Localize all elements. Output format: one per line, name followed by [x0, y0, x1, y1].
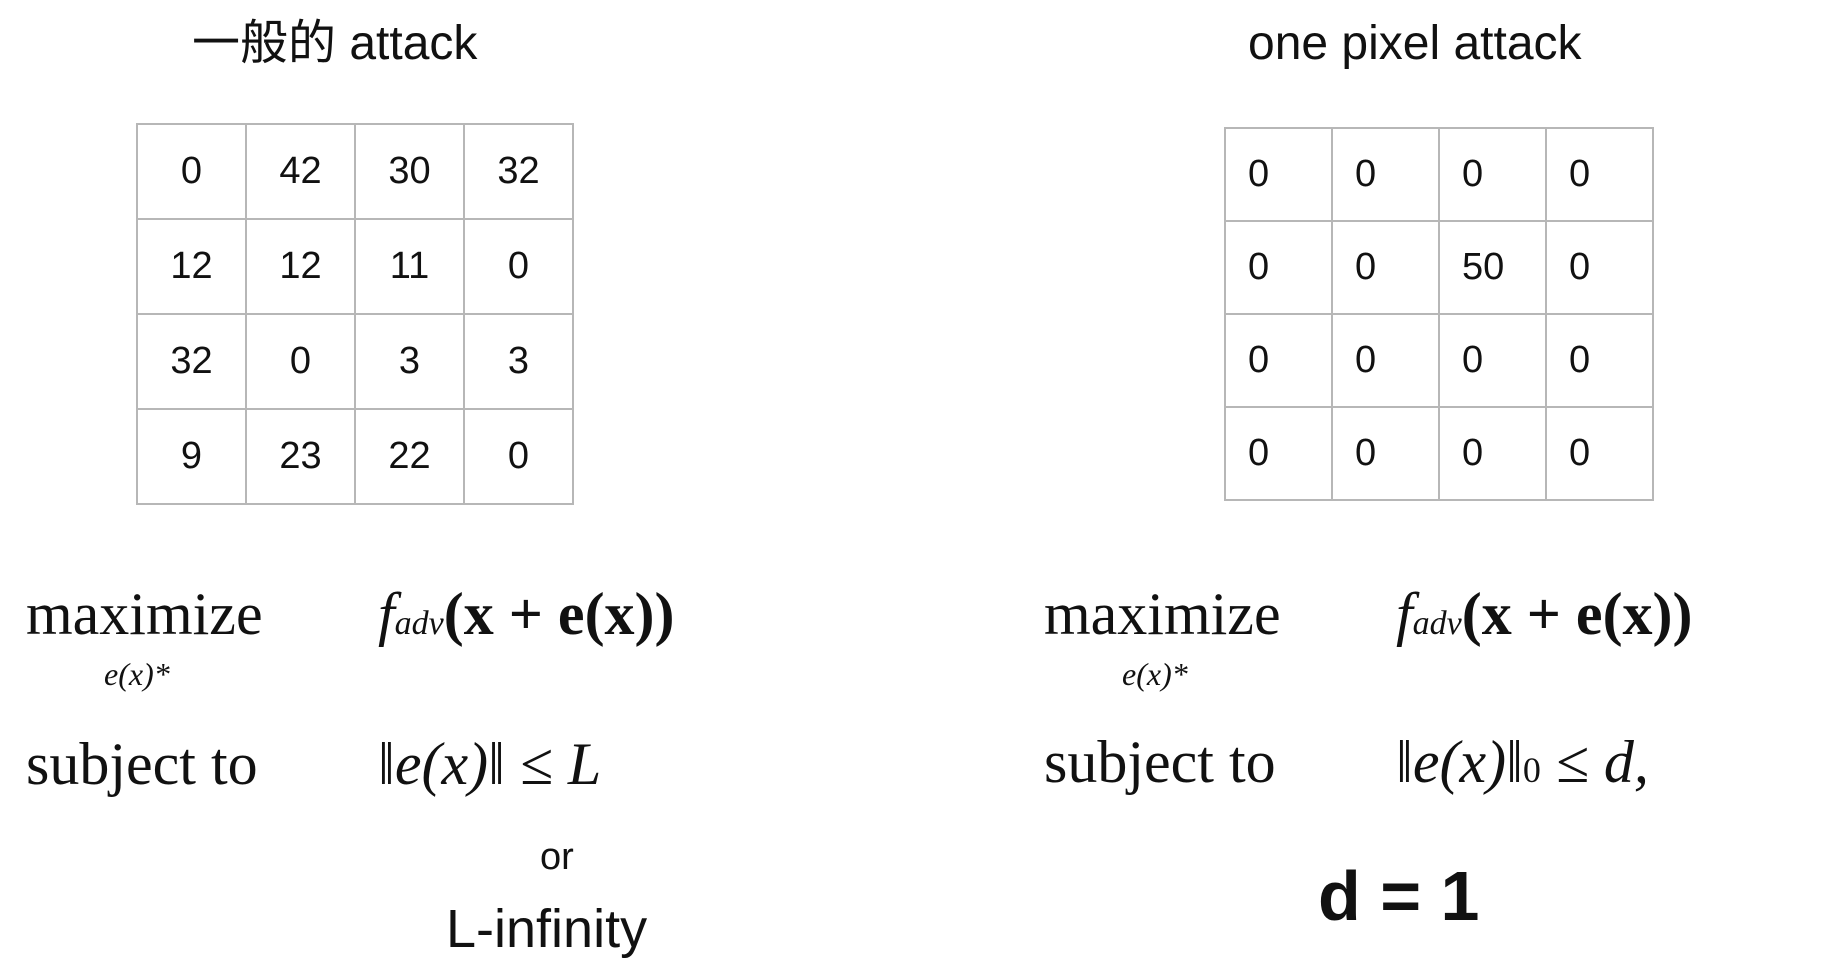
matrix-cell: 0 [1438, 127, 1547, 222]
matrix-cell: 12 [136, 218, 247, 315]
matrix-cell: 0 [1331, 220, 1440, 315]
matrix-cell: 0 [1545, 313, 1654, 408]
left-subject-to: subject to [26, 731, 258, 797]
matrix-cell: 3 [354, 313, 465, 410]
matrix-cell: 0 [1331, 127, 1440, 222]
matrix-cell: 0 [1331, 406, 1440, 501]
left-constraint: ‖e(x)‖ ≤ L [378, 731, 602, 797]
right-constraint: ‖e(x)‖0 ≤ d, [1396, 729, 1649, 795]
matrix-cell: 3 [463, 313, 574, 410]
matrix-cell: 0 [463, 408, 574, 505]
matrix-cell: 11 [354, 218, 465, 315]
right-panel-title: one pixel attack [1248, 17, 1582, 70]
matrix-cell: 32 [463, 123, 574, 220]
matrix-cell: 0 [1438, 313, 1547, 408]
matrix-cell: 50 [1438, 220, 1547, 315]
matrix-cell: 9 [136, 408, 247, 505]
matrix-cell: 0 [1438, 406, 1547, 501]
matrix-cell: 22 [354, 408, 465, 505]
right-objective: fadv(x + e(x)) [1396, 581, 1693, 647]
matrix-cell: 0 [1331, 313, 1440, 408]
left-objective: fadv(x + e(x)) [378, 581, 675, 647]
left-l-infinity: L-infinity [446, 899, 648, 959]
matrix-cell: 32 [136, 313, 247, 410]
matrix-cell: 0 [1545, 127, 1654, 222]
matrix-cell: 0 [463, 218, 574, 315]
matrix-cell: 0 [1224, 220, 1333, 315]
matrix-cell: 42 [245, 123, 356, 220]
left-panel-title: 一般的 attack [192, 17, 478, 70]
matrix-cell: 12 [245, 218, 356, 315]
right-subject-to: subject to [1044, 729, 1276, 795]
right-maximize-subscript: e(x)* [1122, 656, 1188, 692]
left-maximize-word: maximize [26, 581, 263, 647]
right-maximize-word: maximize [1044, 581, 1281, 647]
matrix-cell: 0 [1224, 127, 1333, 222]
matrix-cell: 0 [245, 313, 356, 410]
right-d-equals: d = 1 [1318, 857, 1480, 935]
matrix-cell: 0 [1224, 313, 1333, 408]
left-maximize-subscript: e(x)* [104, 656, 170, 692]
matrix-cell: 0 [1224, 406, 1333, 501]
left-or-text: or [540, 836, 574, 878]
matrix-cell: 0 [1545, 406, 1654, 501]
matrix-cell: 30 [354, 123, 465, 220]
matrix-cell: 23 [245, 408, 356, 505]
matrix-cell: 0 [1545, 220, 1654, 315]
matrix-cell: 0 [136, 123, 247, 220]
